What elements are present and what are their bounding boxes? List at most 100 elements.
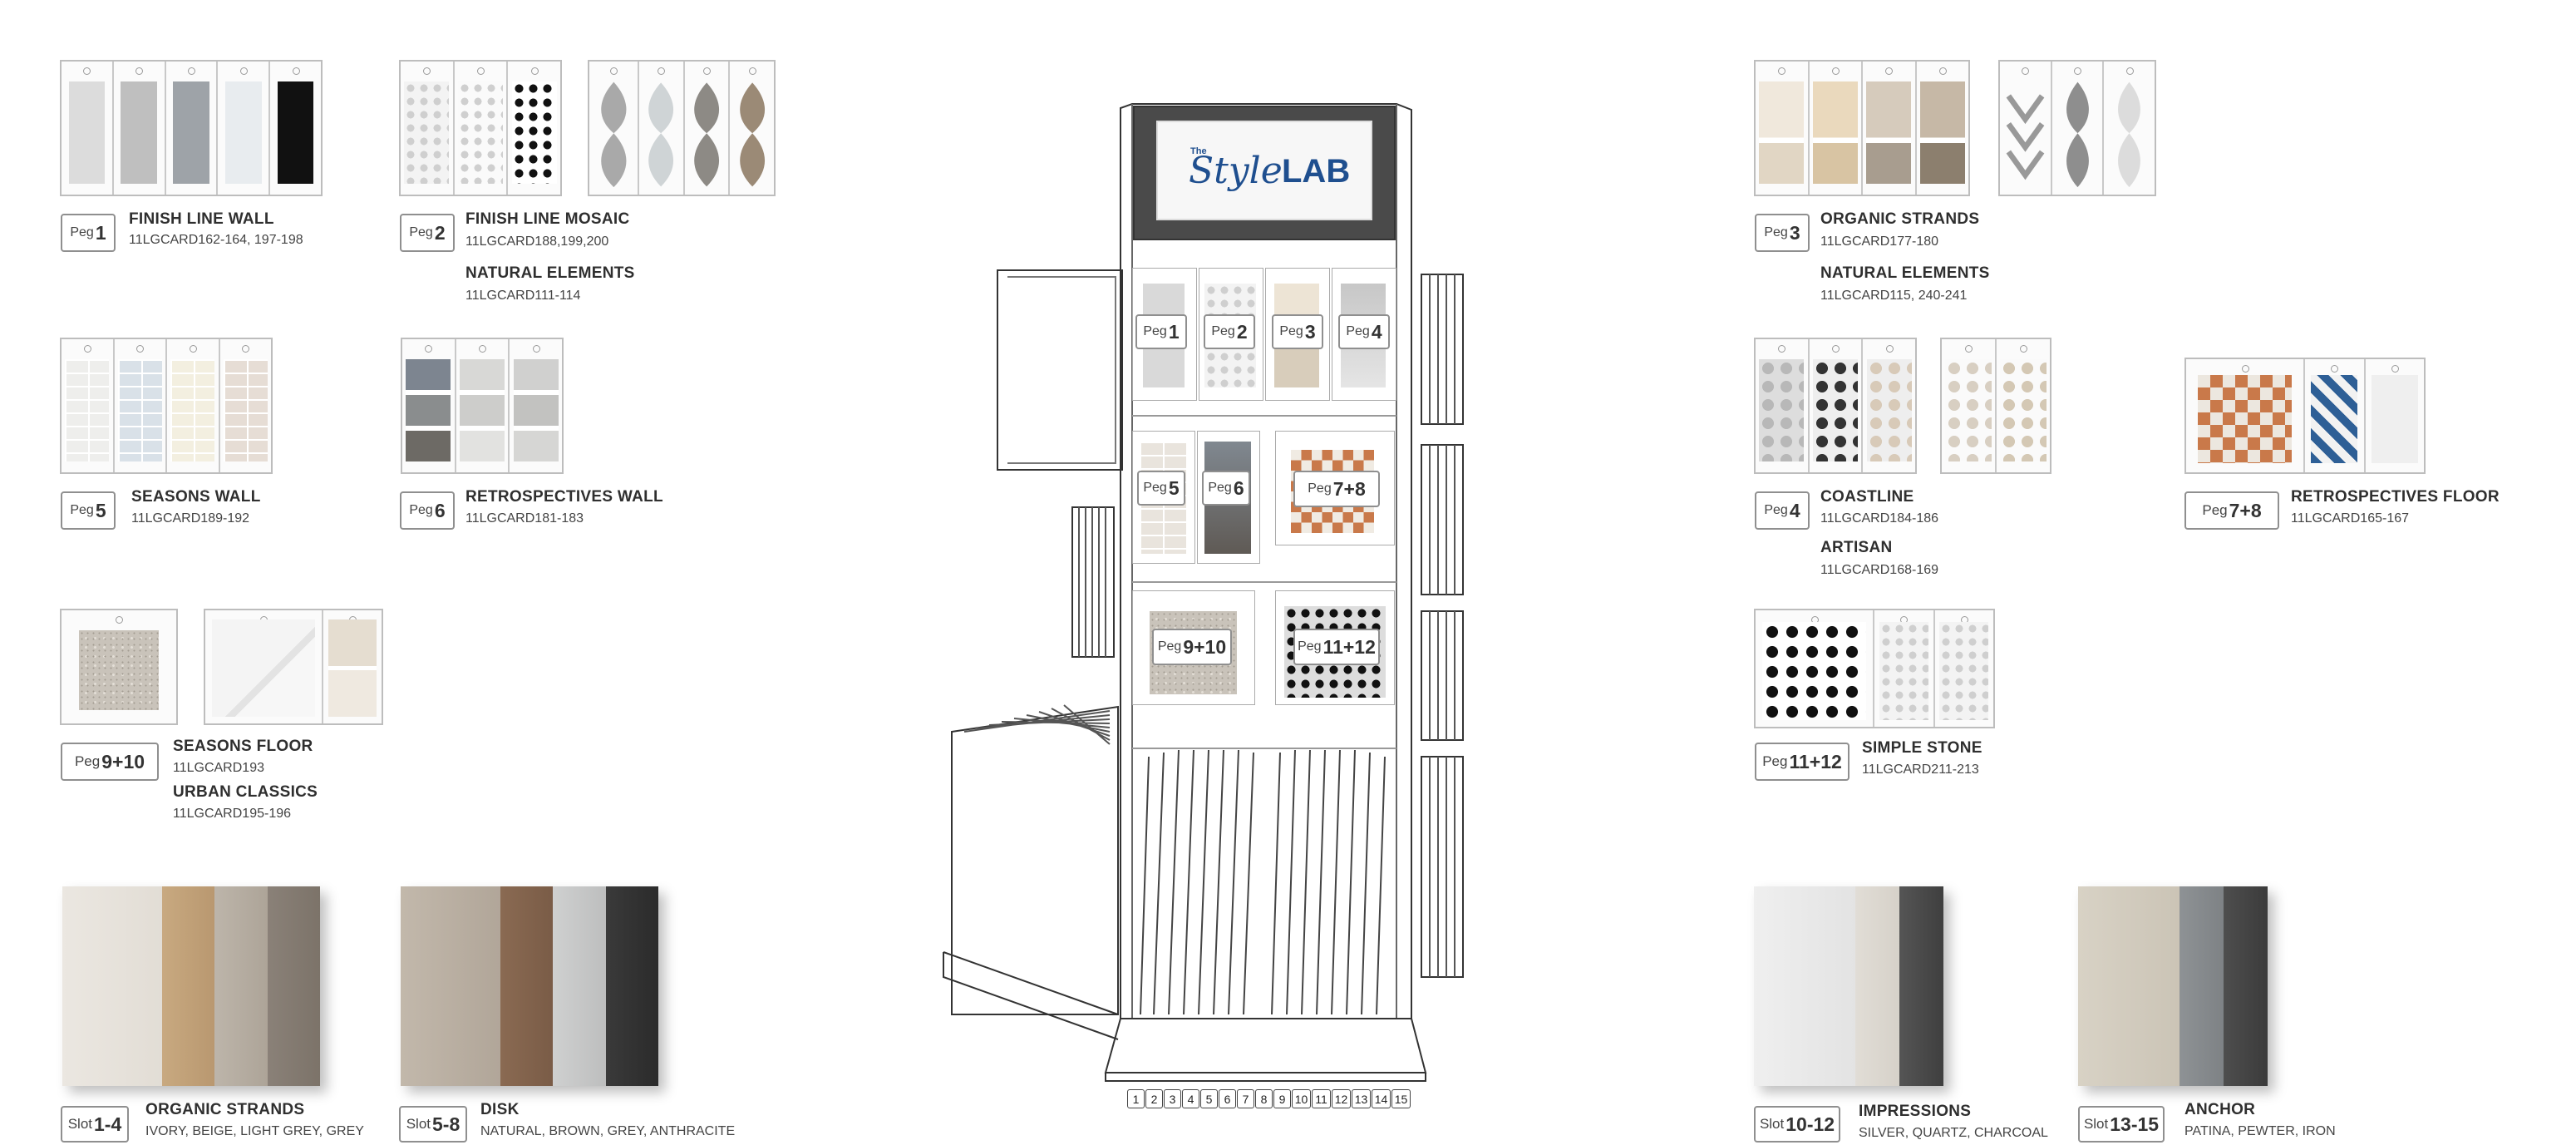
peg-keyword: Peg	[1143, 481, 1167, 495]
logo-lab: LAB	[1282, 153, 1351, 190]
slot-number-10: 10	[1292, 1089, 1311, 1108]
peg-keyword: Peg	[409, 503, 433, 517]
peg-keyword: Peg	[409, 225, 433, 239]
teardrop-mosaic	[2066, 81, 2089, 188]
peg-number: 5	[95, 499, 106, 521]
peg-keyword: Peg	[1157, 639, 1182, 654]
teardrop-mosaic	[2118, 81, 2141, 188]
slot-number-8: 8	[1255, 1089, 1273, 1108]
peg-3-code-2: 11LGCARD115, 240-241	[1820, 289, 1968, 303]
peg-6-title: RETROSPECTIVES WALL	[465, 488, 663, 506]
sample-card	[62, 339, 115, 472]
peg910-card-b	[204, 609, 383, 725]
peg-number: 7+8	[1332, 477, 1366, 500]
peg-keyword: Peg	[74, 753, 101, 769]
peg-keyword: Peg	[1208, 481, 1232, 495]
display-unit-drawing	[943, 103, 1464, 1082]
logo-the: The	[1190, 146, 1207, 156]
slot-number-2: 2	[1145, 1089, 1163, 1108]
slot-13-15-title: ANCHOR	[2184, 1101, 2256, 1118]
sample-card	[114, 339, 167, 472]
sample-card	[684, 62, 731, 195]
sample-card	[270, 62, 321, 195]
peg-7-8-title: RETROSPECTIVES FLOOR	[2291, 488, 2500, 506]
slot-keyword: Slot	[67, 1116, 93, 1132]
peg-number: 11+12	[1322, 635, 1376, 658]
peg4-card-group-a	[1754, 338, 1917, 474]
peg910-card-a	[60, 609, 178, 725]
peg-2-code: 11LGCARD188,199,200	[465, 234, 609, 249]
slot-10-12-planks	[1754, 886, 1943, 1086]
peg-4-code: 11LGCARD184-186	[1820, 511, 1939, 526]
peg-keyword: Peg	[1211, 324, 1235, 338]
peg-number: 6	[1233, 476, 1244, 499]
peg-number: 9+10	[1183, 635, 1227, 658]
slot-number: 5-8	[432, 1113, 461, 1135]
sample-card	[62, 610, 176, 723]
slot-1-4-planks	[62, 886, 320, 1086]
peg-2-code-2: 11LGCARD111-114	[465, 289, 581, 303]
sample-card	[456, 339, 510, 472]
slot-1-4-code: IVORY, BEIGE, LIGHT GREY, GREY	[145, 1124, 364, 1138]
peg-11-12-code: 11LGCARD211-213	[1862, 763, 1979, 777]
slot-number-13: 13	[1352, 1089, 1371, 1108]
slot-number: 10-12	[1785, 1113, 1835, 1135]
slot-number-14: 14	[1372, 1089, 1391, 1108]
peg-number: 1	[1168, 320, 1180, 343]
peg-keyword: Peg	[1279, 324, 1303, 338]
sample-card	[1809, 339, 1864, 472]
sample-card	[1916, 62, 1968, 195]
sample-card	[510, 339, 563, 472]
peg-number: 3	[1789, 221, 1800, 244]
peg-keyword: Peg	[1298, 639, 1322, 654]
peg-9-10-title: SEASONS FLOOR	[173, 738, 313, 755]
peg-number: 2	[434, 221, 446, 244]
sample-card	[1942, 339, 1997, 472]
sample-card	[730, 62, 775, 195]
peg-number: 9+10	[101, 750, 145, 772]
peg-5-title: SEASONS WALL	[131, 488, 261, 506]
slot-5-8-planks	[401, 886, 658, 1086]
peg-keyword: Peg	[1346, 324, 1370, 338]
peg-3-title: ORGANIC STRANDS	[1820, 210, 1980, 228]
peg-number: 3	[1304, 320, 1316, 343]
slot-number-5: 5	[1200, 1089, 1218, 1108]
peg2-card-group-a	[399, 60, 562, 196]
slot-5-8-title: DISK	[480, 1101, 520, 1118]
slot-number-12: 12	[1332, 1089, 1351, 1108]
logo-style: Style	[1189, 150, 1283, 192]
peg-number: 6	[434, 499, 446, 521]
sample-card	[589, 62, 639, 195]
peg-keyword: Peg	[1764, 503, 1788, 517]
peg-4-title: COASTLINE	[1820, 488, 1914, 506]
sample-card	[1863, 339, 1916, 472]
peg-keyword: Peg	[1762, 753, 1788, 769]
peg1-card-group	[60, 60, 323, 196]
leaf-mosaic	[648, 82, 674, 187]
slot-number-6: 6	[1219, 1089, 1236, 1108]
slot-5-8-code: NATURAL, BROWN, GREY, ANTHRACITE	[480, 1124, 736, 1138]
sample-card	[401, 62, 455, 195]
sample-card	[1756, 610, 1874, 727]
peg-keyword: Peg	[70, 225, 94, 239]
peg-number: 4	[1371, 320, 1382, 343]
peg-keyword: Peg	[1308, 481, 1332, 496]
slot-number: 13-15	[2110, 1113, 2160, 1135]
sample-card	[2051, 62, 2105, 195]
peg-keyword: Peg	[1764, 225, 1788, 239]
peg3-card-group-b	[1998, 60, 2156, 196]
sample-card	[218, 62, 271, 195]
slot-1-4-title: ORGANIC STRANDS	[145, 1101, 305, 1118]
